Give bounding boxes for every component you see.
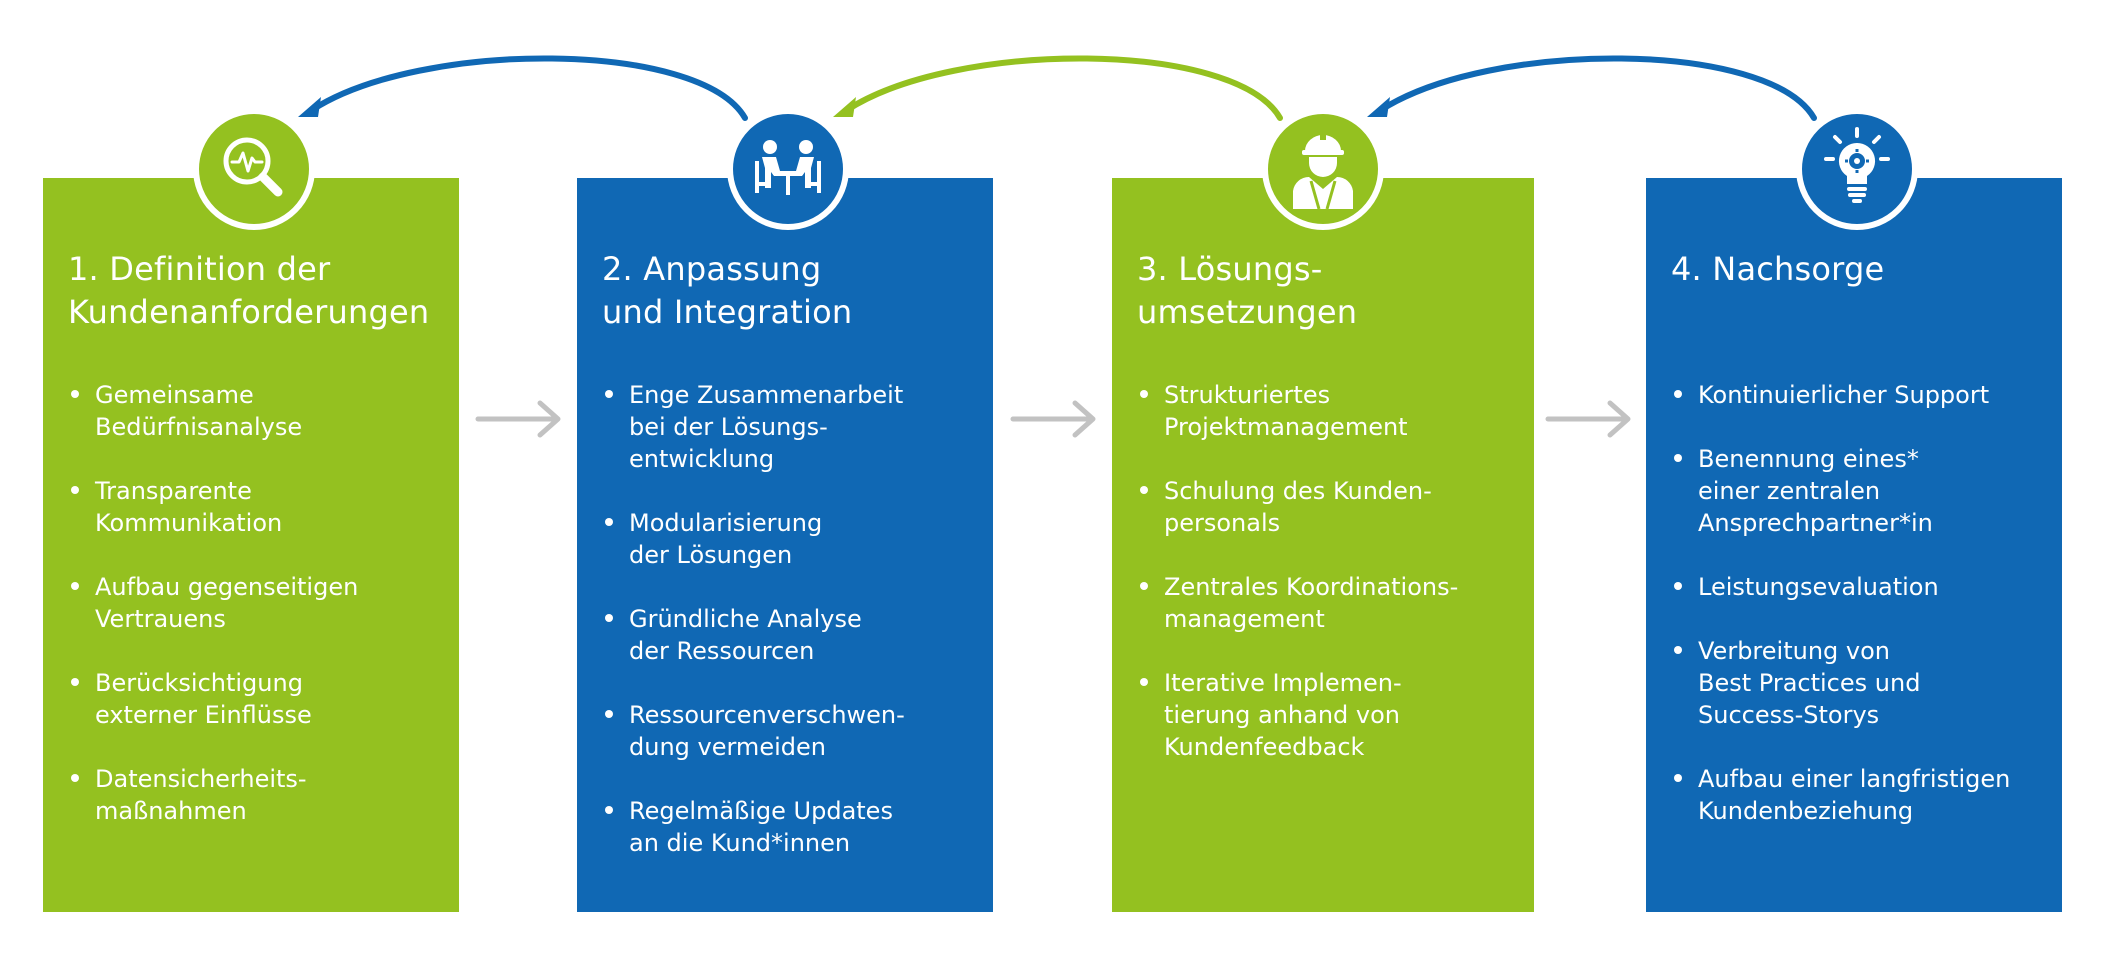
lightbulb-gear-icon — [1824, 127, 1890, 203]
step-4-icon-badge — [1796, 108, 1918, 230]
feedback-arrowhead-2-to-1 — [298, 97, 321, 117]
step-card-4: 4. Nachsorge Kontinuierlicher Support Be… — [1646, 178, 2062, 912]
title-line: und Integration — [602, 293, 853, 331]
step-items: Kontinuierlicher Support Benennung eines… — [1671, 379, 2054, 859]
list-item: Leistungsevaluation — [1671, 571, 2054, 603]
feedback-arrow-3-to-2 — [844, 55, 1283, 121]
step-card-1: 1. Definition der Kundenanforderungen Ge… — [43, 178, 459, 912]
feedback-arrowhead-3-to-2 — [833, 97, 856, 117]
title-line: 4. Nachsorge — [1671, 250, 1885, 288]
magnifier-pulse-icon — [223, 137, 283, 197]
forward-arrow-3-to-4 — [1545, 400, 1631, 438]
construction-worker-icon — [1293, 131, 1353, 210]
feedback-arrowhead-4-to-3 — [1367, 97, 1390, 117]
step-1-icon-badge — [193, 108, 315, 230]
step-title: 4. Nachsorge — [1671, 248, 2050, 291]
title-line: 3. Lösungs- — [1137, 250, 1323, 288]
list-item: Ressourcenverschwen-dung vermeiden — [602, 699, 985, 763]
meeting-table-icon — [755, 140, 821, 195]
title-line: 2. Anpassung — [602, 250, 822, 288]
step-title: 1. Definition der Kundenanforderungen — [68, 248, 447, 334]
step-title: 2. Anpassung und Integration — [602, 248, 981, 334]
step-2-icon-badge — [727, 108, 849, 230]
forward-arrow-2-to-3 — [1010, 400, 1096, 438]
step-3-icon-badge — [1262, 108, 1384, 230]
list-item: Datensicherheits-maßnahmen — [68, 763, 451, 827]
title-line: umsetzungen — [1137, 293, 1358, 331]
title-line: Kundenanforderungen — [68, 293, 430, 331]
list-item: Schulung des Kunden-personals — [1137, 475, 1526, 539]
step-card-2: 2. Anpassung und Integration Enge Zusamm… — [577, 178, 993, 912]
list-item: Kontinuierlicher Support — [1671, 379, 2054, 411]
step-title: 3. Lösungs- umsetzungen — [1137, 248, 1522, 334]
feedback-arrow-4-to-3 — [1378, 55, 1817, 121]
title-line: 1. Definition der — [68, 250, 331, 288]
feedback-arrow-2-to-1 — [309, 55, 748, 121]
list-item: Zentrales Koordinations-management — [1137, 571, 1526, 635]
forward-arrow-1-to-2 — [475, 400, 561, 438]
